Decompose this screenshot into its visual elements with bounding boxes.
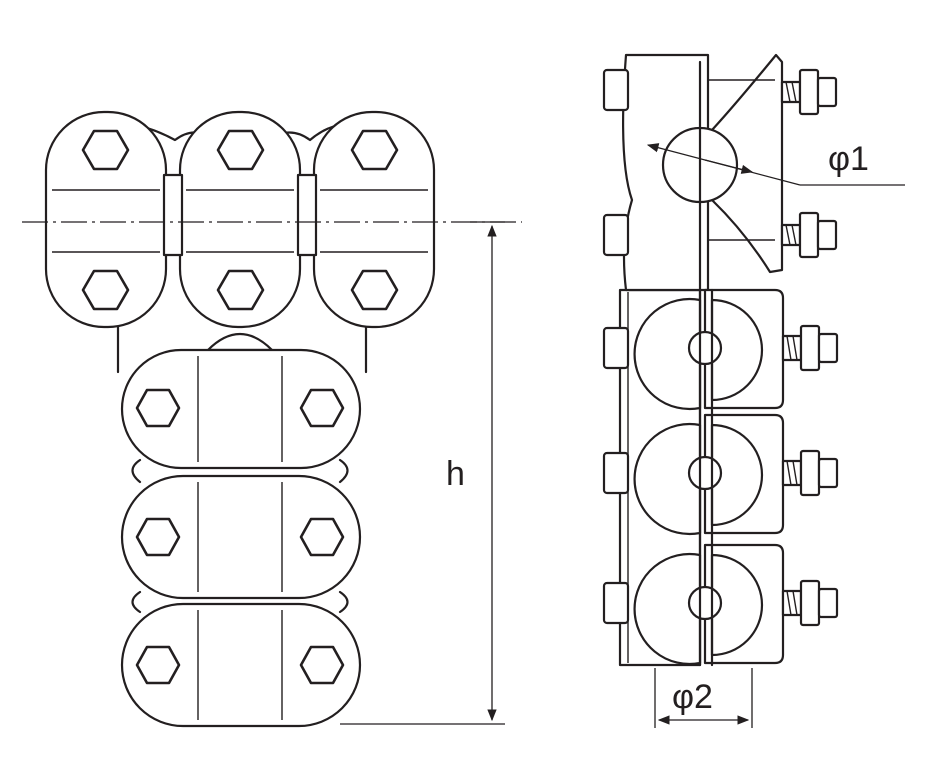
lower-lobe-bottom (120, 602, 362, 728)
bolt-head-icon (602, 451, 630, 495)
hex-bolt-icon (299, 645, 345, 685)
upper-bridge-right (296, 173, 318, 257)
diameter-2-dimension: φ2 (654, 668, 753, 728)
hex-bolt-icon (216, 269, 265, 311)
height-label: h (446, 455, 465, 493)
bolt-head-icon (602, 68, 630, 112)
hex-bolt-icon (350, 269, 399, 311)
front-view: h (22, 110, 522, 728)
hex-bolt-icon (81, 129, 130, 171)
hex-bolt-icon (81, 269, 130, 311)
bolt-head-icon (602, 213, 630, 257)
side-view: φ1 φ2 (602, 53, 905, 728)
side-top-clamp-cap (710, 53, 784, 274)
front-center-boss (206, 332, 274, 352)
lower-split-lines (197, 356, 283, 720)
diameter-1-label: φ1 (828, 140, 869, 178)
conductor-circle-phi2 (687, 455, 723, 491)
hex-bolt-icon (299, 388, 345, 428)
side-center-slot (698, 60, 714, 667)
diameter-1-dimension: φ1 (646, 140, 905, 186)
bolt-head-icon (602, 581, 630, 625)
lower-clamp-stage (602, 543, 839, 666)
hex-bolt-icon (135, 517, 181, 557)
diameter-2-label: φ2 (672, 678, 713, 716)
hex-bolt-icon (216, 129, 265, 171)
hex-bolt-icon (350, 129, 399, 171)
nut-icon (799, 579, 821, 627)
hex-bolt-icon (299, 517, 345, 557)
nut-icon (798, 211, 820, 259)
upper-split-lines (52, 189, 428, 253)
lower-body-outline (131, 458, 349, 614)
lower-clamp-group (120, 348, 362, 728)
hex-bolt-icon (135, 645, 181, 685)
upper-clamp-group (44, 110, 436, 329)
upper-bridge-left (162, 173, 184, 257)
lower-clamp-stage (602, 413, 839, 536)
lower-lobe-top (120, 348, 362, 470)
hex-bolt-icon (135, 388, 181, 428)
lower-lobe-middle (120, 474, 362, 600)
nut-icon (799, 449, 821, 497)
conductor-circle-phi2 (687, 330, 723, 366)
top-right-bolts (780, 68, 838, 259)
conductor-circle-phi2 (687, 585, 723, 621)
nut-icon (798, 68, 820, 116)
bolt-head-icon (602, 326, 630, 370)
nut-icon (799, 324, 821, 372)
height-dimension: h (340, 221, 505, 725)
